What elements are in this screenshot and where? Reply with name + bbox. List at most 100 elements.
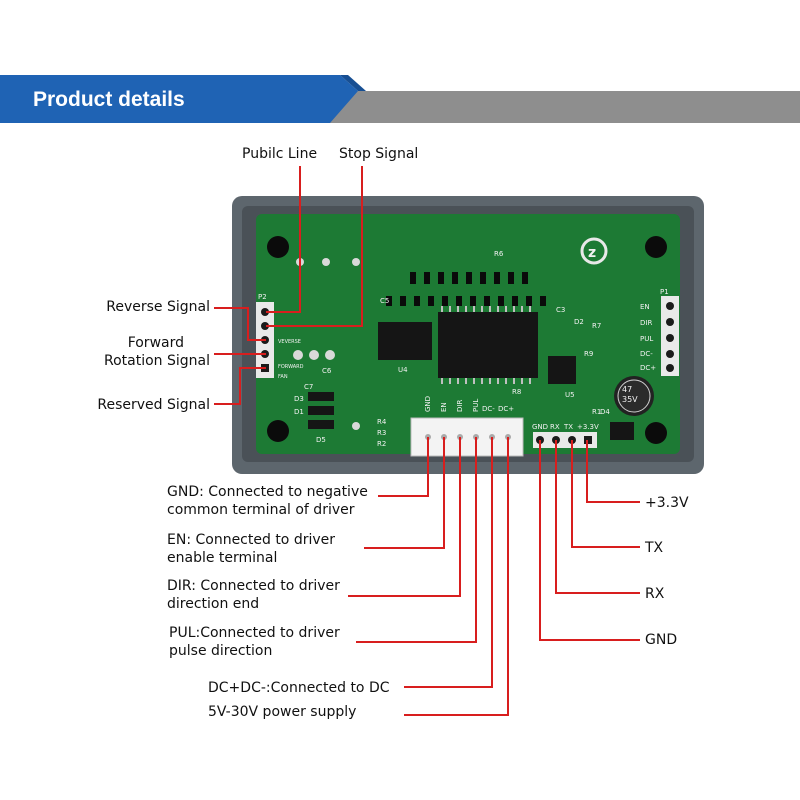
svg-text:GND: GND — [532, 423, 548, 431]
svg-text:DC+: DC+ — [498, 405, 514, 413]
mount-hole-br — [645, 422, 667, 444]
label-gnd-2: common terminal of driver — [167, 502, 355, 518]
header-blue-tab — [0, 75, 358, 123]
label-rx: RX — [645, 586, 665, 602]
svg-text:RX: RX — [550, 423, 560, 431]
mount-hole-bl — [267, 420, 289, 442]
d3-diode — [308, 392, 334, 401]
label-dir-2: direction end — [167, 596, 260, 612]
label-tx: TX — [645, 540, 664, 556]
silk-d4: D4 — [600, 408, 610, 416]
main-ic — [438, 312, 538, 378]
silk-p1: P1 — [660, 288, 669, 296]
board-logo-icon — [580, 237, 608, 265]
mount-hole-tl — [267, 236, 289, 258]
svg-text:35V: 35V — [622, 395, 638, 404]
leader-pul — [356, 437, 477, 643]
silk-c5: C5 — [380, 297, 389, 305]
silk-r4: R4 — [377, 418, 387, 426]
label-pul-2: pulse direction — [169, 643, 273, 659]
svg-text:GND: GND — [424, 396, 432, 412]
label-public-line: Pubilc Line — [242, 146, 318, 162]
leader-gnd — [378, 437, 429, 497]
silk-d2: D2 — [574, 318, 584, 326]
svg-text:DC-: DC- — [640, 350, 653, 358]
leader-rx — [555, 440, 640, 594]
main-ic-pins — [441, 306, 531, 384]
leader-dir — [348, 437, 461, 597]
svg-text:EN: EN — [440, 402, 448, 412]
svg-text:TX: TX — [563, 423, 573, 431]
leader-lines — [214, 166, 640, 716]
svg-text:z: z — [588, 245, 596, 261]
leader-3v3 — [586, 440, 640, 503]
label-en-2: enable terminal — [167, 550, 278, 566]
leader-tx — [571, 440, 640, 548]
label-pul-1: PUL:Connected to driver — [169, 625, 340, 641]
leader-gnd-serial — [539, 440, 640, 641]
led-2 — [309, 350, 319, 360]
label-dc: DC+DC-:Connected to DC — [208, 680, 390, 696]
leader-stop-signal — [266, 166, 363, 327]
silk-r7: R7 — [592, 322, 601, 330]
silk-c3: C3 — [556, 306, 565, 314]
leader-power — [404, 437, 509, 716]
silk-c7: C7 — [304, 383, 313, 391]
silk-u5: U5 — [565, 391, 575, 399]
via-row — [386, 272, 546, 306]
svg-text:47: 47 — [622, 385, 632, 394]
svg-text:PUL: PUL — [472, 399, 480, 412]
svg-text:DIR: DIR — [456, 400, 464, 412]
silk-connector-pins: GND EN DIR PUL DC- DC+ — [424, 396, 514, 413]
silk-d1: D1 — [294, 408, 304, 416]
mount-hole-tr — [645, 236, 667, 258]
silk-c6: C6 — [322, 367, 332, 375]
label-reverse-signal: Reverse Signal — [106, 299, 210, 315]
header-band — [0, 75, 800, 123]
pad-1 — [322, 258, 330, 266]
label-reserved-signal: Reserved Signal — [97, 397, 210, 413]
silk-r1: R1 — [592, 408, 601, 416]
silk-r9: R9 — [584, 350, 593, 358]
led-1 — [293, 350, 303, 360]
silk-u4: U4 — [398, 366, 408, 374]
silk-r8: R8 — [512, 388, 521, 396]
label-dir-1: DIR: Connected to driver — [167, 578, 340, 594]
label-en-1: EN: Connected to driver — [167, 532, 336, 548]
svg-text:+3.3V: +3.3V — [577, 423, 599, 431]
label-stop-signal: Stop Signal — [339, 146, 419, 162]
silk-d5: D5 — [316, 436, 326, 444]
svg-text:DIR: DIR — [640, 319, 652, 327]
silk-fan: FAN — [278, 374, 288, 380]
svg-text:PUL: PUL — [640, 335, 653, 343]
header-blue-accent — [340, 75, 366, 91]
p1-pins — [666, 302, 674, 372]
label-power: 5V-30V power supply — [208, 704, 357, 720]
serial-header — [533, 432, 597, 448]
leader-reverse-signal — [214, 307, 266, 341]
d1-diode — [610, 422, 634, 440]
svg-text:EN: EN — [640, 303, 650, 311]
svg-text:DC+: DC+ — [640, 364, 656, 372]
label-gnd-serial: GND — [645, 632, 678, 648]
pad-2 — [352, 258, 360, 266]
leader-public-line — [266, 166, 301, 313]
silk-d3: D3 — [294, 395, 304, 403]
label-forward-1: Forward — [127, 335, 184, 351]
silk-r6: R6 — [494, 250, 504, 258]
silk-veverse: VEVERSE — [278, 339, 301, 345]
small-ic — [378, 322, 432, 360]
leader-reserved-signal — [214, 367, 266, 405]
leader-dc — [404, 437, 493, 688]
leader-en — [364, 437, 445, 549]
silk-p1-pins: EN DIR PUL DC- DC+ — [640, 303, 656, 372]
u5-regulator — [548, 356, 576, 384]
silk-r3: R3 — [377, 429, 386, 437]
header-title: Product details — [33, 88, 185, 111]
svg-text:DC-: DC- — [482, 405, 495, 413]
label-gnd-1: GND: Connected to negative — [167, 484, 368, 500]
label-forward-2: Rotation Signal — [103, 353, 210, 369]
silk-p2: P2 — [258, 293, 267, 301]
d5-diode — [308, 420, 334, 429]
